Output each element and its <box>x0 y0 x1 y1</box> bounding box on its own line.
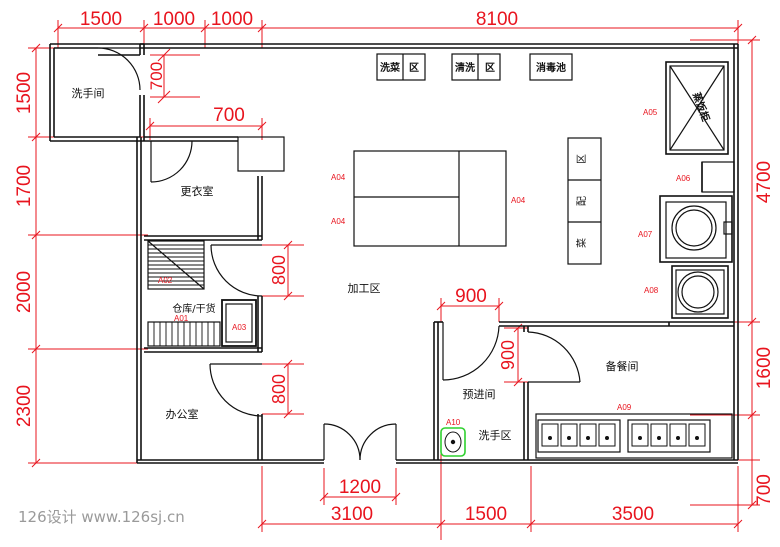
code-a04-1: A04 <box>331 173 346 182</box>
dim-top-1500: 1500 <box>80 9 122 30</box>
equipment-codes: A01 A02 A03 A04 A04 A04 A05 A06 A07 A08 … <box>158 108 691 427</box>
label-cut-a: 区 <box>576 154 588 164</box>
code-a09: A09 <box>617 403 632 412</box>
locker-cabinet <box>237 136 285 172</box>
dim-top-8100: 8100 <box>476 9 518 30</box>
label-cut-b: 配 <box>576 196 588 206</box>
room-hand-wash: 洗手区 <box>479 428 512 442</box>
veg-wash-sink <box>376 53 426 81</box>
watermark: 126设计 www.126sj.cn <box>18 508 185 526</box>
dim-right-4700: 4700 <box>754 161 775 203</box>
dim-left-1500: 1500 <box>14 72 35 114</box>
dim-top-1000a: 1000 <box>153 9 195 30</box>
room-office: 办公室 <box>166 407 199 421</box>
dim-door-store: 800 <box>269 255 289 285</box>
hand-basin <box>440 427 466 457</box>
code-a04-3: A04 <box>511 196 526 205</box>
dim-bottom-3500: 3500 <box>612 504 654 525</box>
dimension-labels: 1500 1000 1000 8100 1500 1700 2000 2300 … <box>14 9 775 525</box>
dim-bottom-3100: 3100 <box>331 504 373 525</box>
equipment-labels: 洗菜 区 清洗 区 消毒池 蒸饭柜 区 配 菜 <box>380 61 713 248</box>
code-a07: A07 <box>638 230 653 239</box>
serving-counter <box>535 413 733 459</box>
clean-sink <box>451 53 501 81</box>
work-table <box>353 150 507 247</box>
dim-changing: 700 <box>213 105 245 126</box>
code-a04-2: A04 <box>331 217 346 226</box>
dim-door-wc: 700 <box>147 62 166 90</box>
code-a05: A05 <box>643 108 658 117</box>
code-a02: A02 <box>158 276 173 285</box>
dim-door-office: 800 <box>269 374 289 404</box>
room-pre-entry: 预进间 <box>463 388 496 401</box>
prep-table <box>567 137 602 265</box>
label-disinfect: 消毒池 <box>536 61 566 74</box>
dim-left-2000: 2000 <box>14 271 35 313</box>
room-labels: 洗手间 更衣室 加工区 仓库/干货 办公室 预进间 洗手区 备餐间 <box>72 86 639 442</box>
dim-prep-h: 900 <box>498 340 518 370</box>
room-store: 仓库/干货 <box>172 302 215 315</box>
code-a10: A10 <box>446 418 461 427</box>
room-serving: 备餐间 <box>606 359 639 373</box>
cooker-a08 <box>671 265 729 319</box>
dim-right-1600: 1600 <box>754 347 775 389</box>
walls <box>49 43 739 464</box>
label-veg-zone: 区 <box>409 62 419 74</box>
label-steamer: 蒸饭柜 <box>690 90 712 123</box>
disinfect-sink <box>529 53 573 81</box>
room-changing: 更衣室 <box>181 184 214 198</box>
room-washroom: 洗手间 <box>72 86 105 100</box>
dim-top-1000b: 1000 <box>211 9 253 30</box>
cabinet-a06 <box>701 161 735 193</box>
room-processing: 加工区 <box>348 282 381 295</box>
code-a06: A06 <box>676 174 691 183</box>
code-a01: A01 <box>174 314 189 323</box>
label-cut-c: 菜 <box>576 238 588 248</box>
code-a03: A03 <box>232 323 247 332</box>
equipment <box>147 53 735 459</box>
label-clean: 清洗 <box>455 61 475 74</box>
dim-right-700: 700 <box>754 474 775 506</box>
label-veg-wash: 洗菜 <box>380 61 401 74</box>
dim-left-2300: 2300 <box>14 385 35 427</box>
storage-fridge <box>221 299 257 347</box>
steamer-cabinet <box>665 61 729 155</box>
doors <box>97 47 581 461</box>
dim-prep-w: 900 <box>455 286 487 307</box>
code-a08: A08 <box>644 286 659 295</box>
label-clean-zone: 区 <box>485 62 495 74</box>
dim-bottom-1500: 1500 <box>465 504 507 525</box>
dim-left-1700: 1700 <box>14 165 35 207</box>
dim-entrance: 1200 <box>339 477 381 498</box>
